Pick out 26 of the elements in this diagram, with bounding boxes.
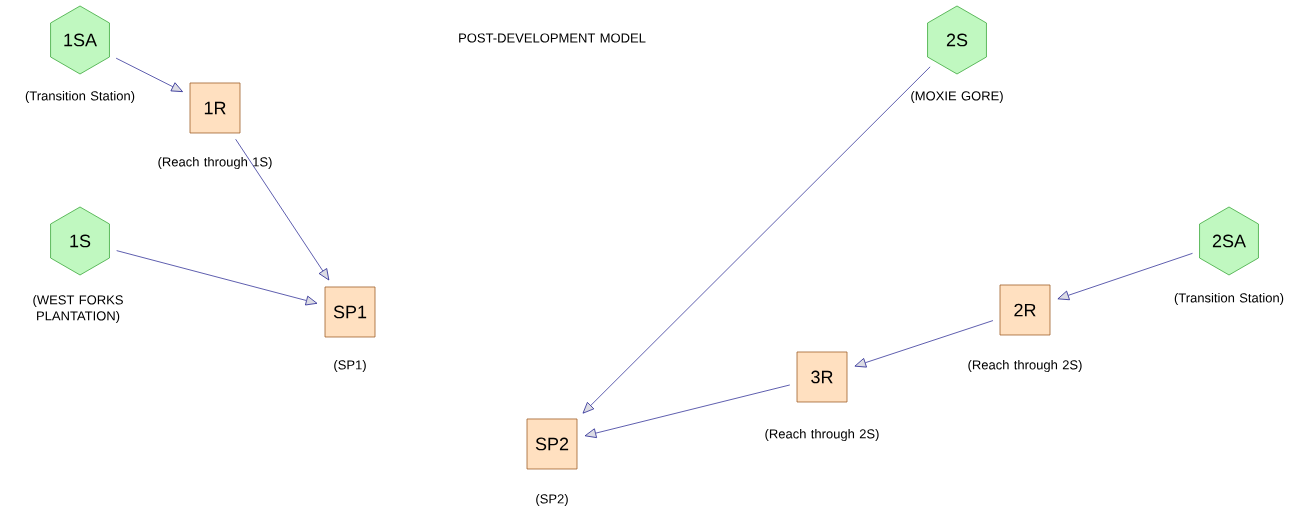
node-caption: (Reach through 2S) bbox=[765, 428, 879, 442]
node-caption: (Transition Station) bbox=[1174, 292, 1284, 306]
arrow bbox=[235, 138, 330, 281]
square-node: 3R bbox=[796, 351, 848, 403]
arrow bbox=[1057, 253, 1193, 301]
arrow bbox=[584, 384, 791, 438]
square-node: SP2 bbox=[526, 418, 578, 470]
node-caption: (SP1) bbox=[334, 359, 366, 373]
square-node: SP1 bbox=[324, 286, 376, 338]
diagram-title: POST-DEVELOPMENT MODEL bbox=[459, 33, 646, 43]
square-node: 2R bbox=[999, 284, 1051, 336]
node-caption: (Reach through 1S) bbox=[158, 156, 272, 170]
hexagon-node: 2SA bbox=[1199, 206, 1259, 276]
hexagon-node: 1S bbox=[50, 206, 110, 276]
square-node: 1R bbox=[189, 82, 241, 134]
node-caption: (Transition Station) bbox=[25, 90, 135, 104]
node-caption: (WEST FORKS PLANTATION) bbox=[33, 294, 123, 324]
node-caption: (Reach through 2S) bbox=[968, 359, 1082, 373]
hexagon-node: 1SA bbox=[50, 5, 110, 75]
arrow bbox=[115, 57, 183, 92]
hexagon-node: 2S bbox=[927, 5, 987, 75]
arrow bbox=[116, 250, 318, 306]
node-caption: (MOXIE GORE) bbox=[911, 90, 1003, 104]
arrow bbox=[854, 320, 994, 368]
node-caption: (SP2) bbox=[536, 493, 568, 507]
arrow bbox=[582, 66, 931, 414]
